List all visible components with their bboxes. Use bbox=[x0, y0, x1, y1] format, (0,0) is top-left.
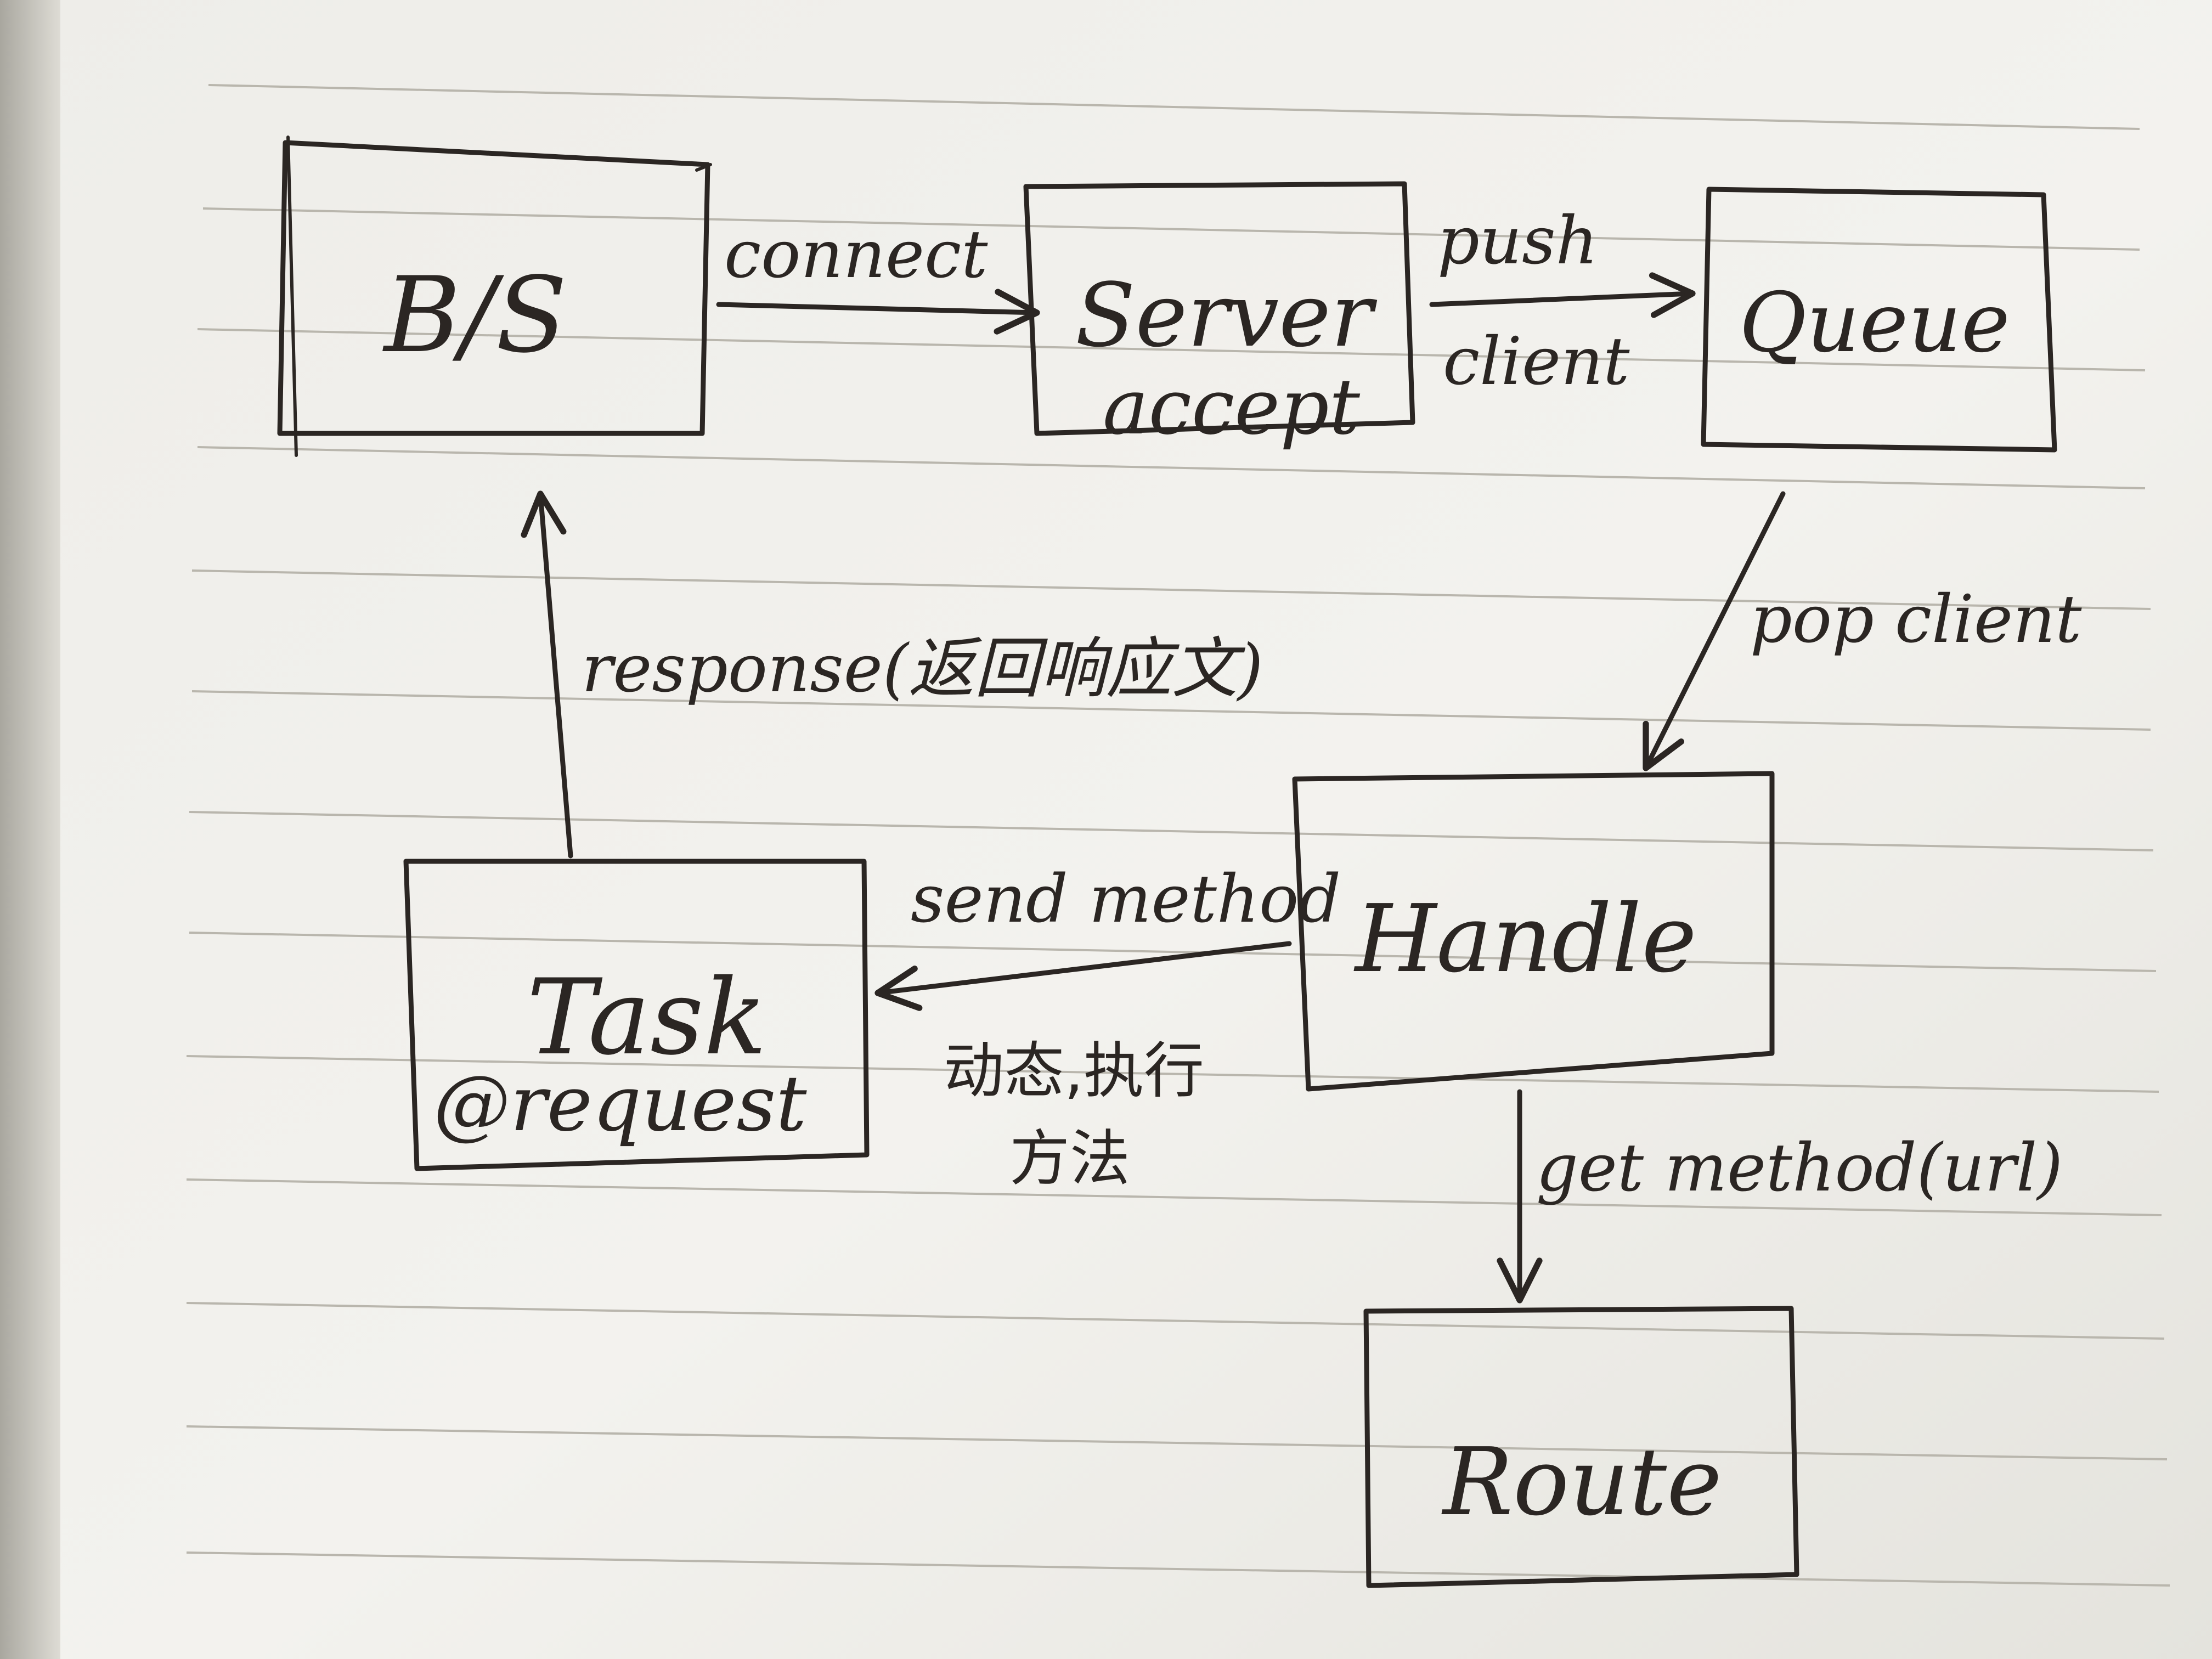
edge-send-method: send method 动态,执行 方法 bbox=[874, 861, 1341, 1194]
node-queue-label: Queue bbox=[1739, 275, 2010, 371]
ruled-lines bbox=[186, 84, 2170, 1587]
node-bs: B/S bbox=[277, 136, 712, 457]
edge-send-method-note-line2: 方法 bbox=[1009, 1124, 1130, 1194]
edge-response: response(返回响应文) bbox=[521, 490, 1263, 859]
node-bs-label: B/S bbox=[382, 255, 567, 376]
edge-response-label: response(返回响应文) bbox=[582, 631, 1263, 707]
edge-get-method: get method(url) bbox=[1497, 1089, 2063, 1304]
edge-client-label: client bbox=[1443, 324, 1630, 400]
edge-pop-client-label: pop client bbox=[1750, 582, 2082, 658]
node-task-sublabel: @request bbox=[433, 1059, 807, 1149]
node-handle-label: Handle bbox=[1353, 885, 1697, 994]
node-route-label: Route bbox=[1441, 1428, 1722, 1537]
node-queue: Queue bbox=[1701, 187, 2057, 453]
edge-get-method-label: get method(url) bbox=[1536, 1130, 2063, 1206]
edge-send-method-note-line1: 动态,执行 bbox=[944, 1036, 1204, 1106]
edge-connect: connect bbox=[716, 217, 1040, 335]
edge-send-method-label: send method bbox=[911, 861, 1341, 938]
edge-pop-client: pop client bbox=[1643, 491, 2082, 771]
node-route: Route bbox=[1363, 1306, 1799, 1588]
node-task-label: Task bbox=[527, 957, 767, 1078]
node-handle: Handle bbox=[1292, 771, 1775, 1092]
edge-push-client: push client bbox=[1429, 203, 1696, 400]
node-task: Task @request bbox=[403, 859, 870, 1171]
node-server: Server accept bbox=[1023, 181, 1415, 452]
node-server-label: Server bbox=[1075, 264, 1378, 366]
node-server-sublabel: accept bbox=[1103, 363, 1361, 452]
page-binding-edge bbox=[0, 0, 60, 1659]
edge-push-label: push bbox=[1437, 203, 1598, 279]
edge-connect-label: connect bbox=[724, 217, 988, 293]
